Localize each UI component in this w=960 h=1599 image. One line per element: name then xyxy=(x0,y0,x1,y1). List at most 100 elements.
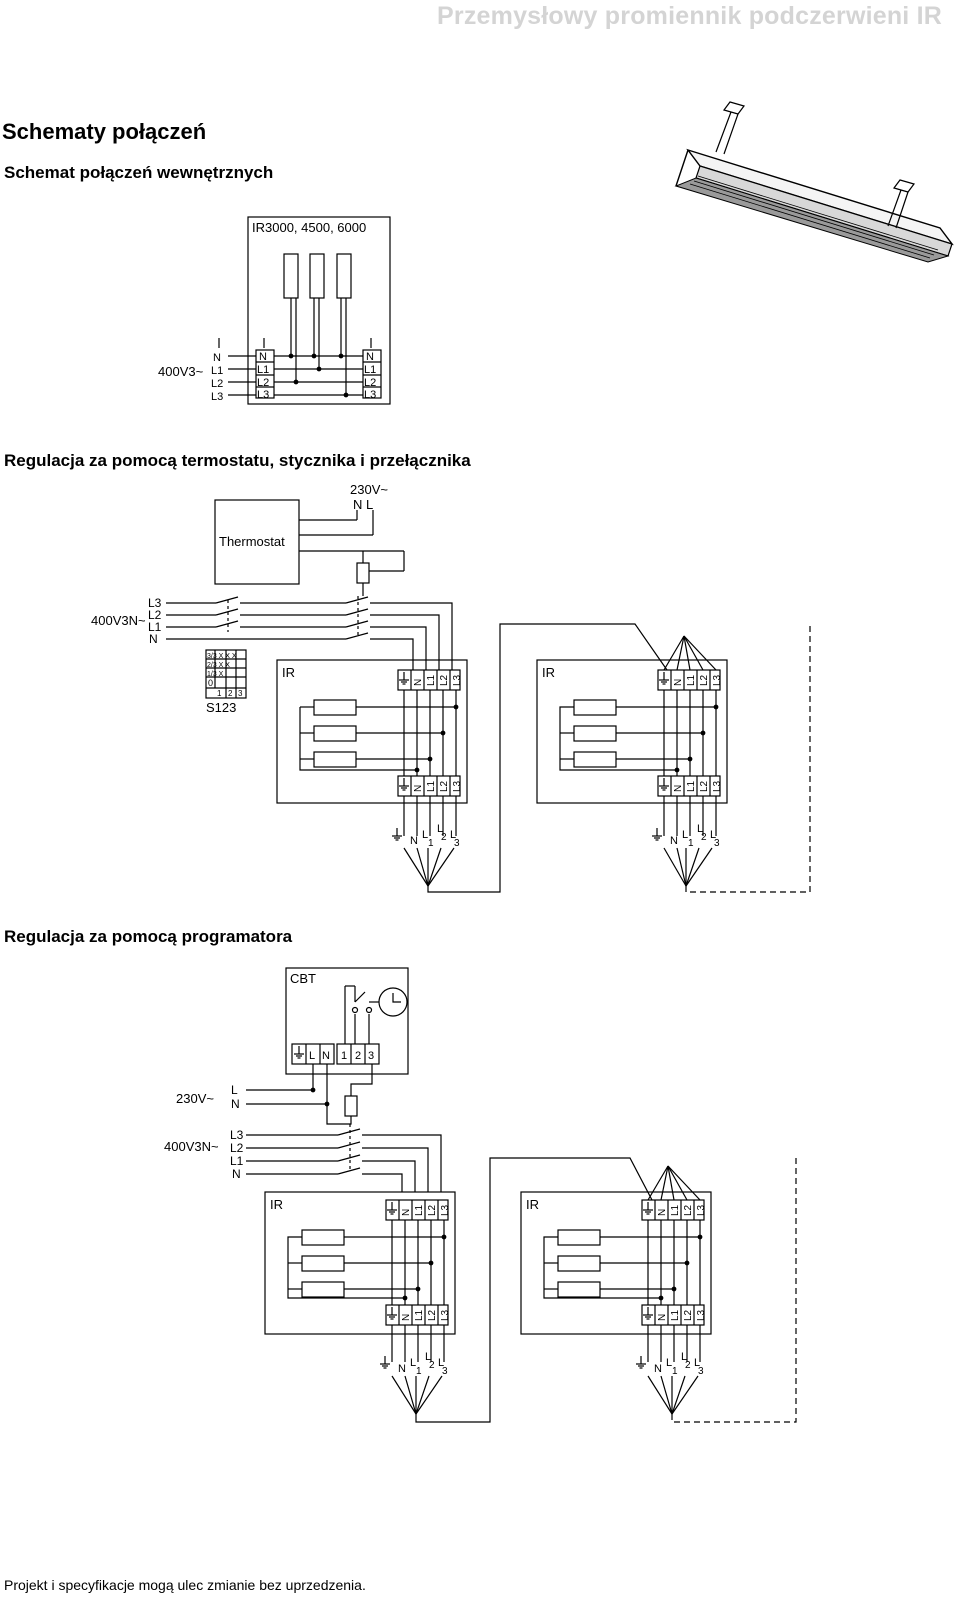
heater-1-out-l: L xyxy=(437,823,443,835)
heater-3-top-terminal-l2: L2 xyxy=(427,1204,438,1216)
heater-4-label: IR xyxy=(526,1197,539,1212)
heater-4-bottom-terminal-l2: L2 xyxy=(683,1309,694,1321)
supply-400v-n: N xyxy=(149,632,158,646)
heater-3-top-terminal-l3: L3 xyxy=(440,1204,451,1216)
heater-1-bottom-terminal-l1: L1 xyxy=(426,780,437,792)
thermostat-label: Thermostat xyxy=(219,534,285,549)
heater-2-label: IR xyxy=(542,665,555,680)
heater-1-label: IR xyxy=(282,665,295,680)
heater-1-bottom-terminal-l2: L2 xyxy=(439,780,450,792)
terminal-right-l1: L1 xyxy=(364,364,376,376)
heater-3-out-l: L xyxy=(438,1357,444,1369)
terminal-right-n: N xyxy=(366,351,374,363)
heater-2-bottom-terminal-l2: L2 xyxy=(699,780,710,792)
switch-table-col-1: 1 xyxy=(217,689,222,698)
supply-230v-lines: N L xyxy=(353,497,373,512)
heater-4-top-terminal-l1: L1 xyxy=(670,1204,681,1216)
cbt-terminal-l: L xyxy=(309,1050,315,1062)
prog-supply-230v-l: L xyxy=(231,1083,238,1097)
heater-2-top-terminal-l2: L2 xyxy=(699,674,710,686)
heater-4-top-terminal-l2: L2 xyxy=(683,1204,694,1216)
section-heading-thermostat-control: Regulacja za pomocą termostatu, stycznik… xyxy=(4,451,471,470)
terminal-right-l3: L3 xyxy=(364,389,376,401)
supply-400v-l3: L3 xyxy=(148,596,162,610)
terminal-left-n: N xyxy=(259,351,267,363)
heater-1-out-l: L xyxy=(450,829,456,841)
heater-1-out-n: N xyxy=(410,835,418,847)
switch-table-row-2-3: 2/3 X X xyxy=(207,662,230,669)
diagram-thermostat-control xyxy=(166,499,811,893)
main-heading: Schematy połączeń xyxy=(2,119,207,144)
supply-230v-label: 230V~ xyxy=(350,482,388,497)
heater-4-bottom-terminal-n: N xyxy=(657,1314,668,1321)
heater-4-out-n: N xyxy=(654,1363,662,1375)
supply-400v-l2: L2 xyxy=(148,608,162,622)
terminal-right-l2: L2 xyxy=(364,377,376,389)
cbt-terminal-n: N xyxy=(322,1050,330,1062)
supply-400v-label: 400V3N~ xyxy=(91,613,146,628)
heater-2-bottom-terminal-l3: L3 xyxy=(712,780,723,792)
heater-2-bottom-terminal-l1: L1 xyxy=(686,780,697,792)
heater-1-top-terminal-n: N xyxy=(413,679,424,686)
heater-4-out-l: L xyxy=(694,1357,700,1369)
heater-1-top-terminal-l1: L1 xyxy=(426,674,437,686)
supply-line-l3: L3 xyxy=(211,391,223,403)
prog-supply-400v-l1: L1 xyxy=(230,1154,244,1168)
heater-4-out-sub-2: 2 xyxy=(685,1360,691,1371)
cbt-terminal-1: 1 xyxy=(341,1050,347,1062)
heater-box-label: IR3000, 4500, 6000 xyxy=(252,220,366,235)
cbt-label: CBT xyxy=(290,971,316,986)
supply-line-l2: L2 xyxy=(211,378,223,390)
heater-2-top-terminal-l3: L3 xyxy=(712,674,723,686)
heater-2-out-l: L xyxy=(697,823,703,835)
heater-2-top-terminal-l1: L1 xyxy=(686,674,697,686)
heater-3-bottom-terminal-l3: L3 xyxy=(440,1309,451,1321)
heater-3-out-l: L xyxy=(410,1357,416,1369)
heater-1-out-sub-2: 2 xyxy=(441,832,447,843)
switch-table-col-3: 3 xyxy=(238,689,243,698)
heater-1-top-terminal-l3: L3 xyxy=(452,674,463,686)
thermostat-box xyxy=(214,499,300,585)
cbt-terminal-3: 3 xyxy=(368,1050,374,1062)
heater-1-out-sub-1: 1 xyxy=(428,838,434,849)
heater-3-bottom-terminal-l2: L2 xyxy=(427,1309,438,1321)
heater-3-out-n: N xyxy=(398,1363,406,1375)
prog-supply-400v-n: N xyxy=(232,1167,241,1181)
heater-1-out-l: L xyxy=(422,829,428,841)
heater-2-bottom-terminal-n: N xyxy=(673,785,684,792)
heater-1-bottom-terminal-n: N xyxy=(413,785,424,792)
heater-3-top-terminal-n: N xyxy=(401,1209,412,1216)
footer-disclaimer: Projekt i specyfikacje mogą ulec zmianie… xyxy=(4,1577,366,1593)
switch-s123-label: S123 xyxy=(206,700,236,715)
diagram-programmer-control xyxy=(246,967,797,1423)
switch-table-row-0: 0 xyxy=(208,678,213,688)
heater-4-out-l: L xyxy=(666,1357,672,1369)
heater-4-bottom-terminal-l1: L1 xyxy=(670,1309,681,1321)
cbt-terminal-2: 2 xyxy=(355,1050,361,1062)
prog-supply-400v-l3: L3 xyxy=(230,1128,244,1142)
heater-4-out-sub-1: 1 xyxy=(672,1366,678,1377)
heater-3-box xyxy=(264,1191,456,1335)
heater-1-box xyxy=(276,659,468,804)
terminal-left-l1: L1 xyxy=(257,364,269,376)
heater-4-out-sub-3: 3 xyxy=(698,1366,704,1377)
switch-table-row-3-3: 3/3 X X X xyxy=(207,653,237,660)
heater-4-box xyxy=(520,1191,712,1335)
page-header-title: Przemysłowy promiennik podczerwieni IR xyxy=(437,2,942,30)
heater-1-top-terminal-l2: L2 xyxy=(439,674,450,686)
heater-2-box xyxy=(536,659,728,804)
heater-4-top-terminal-l3: L3 xyxy=(696,1204,707,1216)
heater-2-out-n: N xyxy=(670,835,678,847)
heater-3-out-sub-2: 2 xyxy=(429,1360,435,1371)
heater-3-bottom-terminal-l1: L1 xyxy=(414,1309,425,1321)
heater-4-bottom-terminal-l3: L3 xyxy=(696,1309,707,1321)
heater-3-top-terminal-l1: L1 xyxy=(414,1204,425,1216)
diagram-internal-wiring xyxy=(218,216,391,405)
heater-2-out-sub-3: 3 xyxy=(714,838,720,849)
heater-1-bottom-terminal-l3: L3 xyxy=(452,780,463,792)
heater-4-out-l: L xyxy=(681,1351,687,1363)
heater-4-top-terminal-n: N xyxy=(657,1209,668,1216)
terminal-left-l3: L3 xyxy=(257,389,269,401)
